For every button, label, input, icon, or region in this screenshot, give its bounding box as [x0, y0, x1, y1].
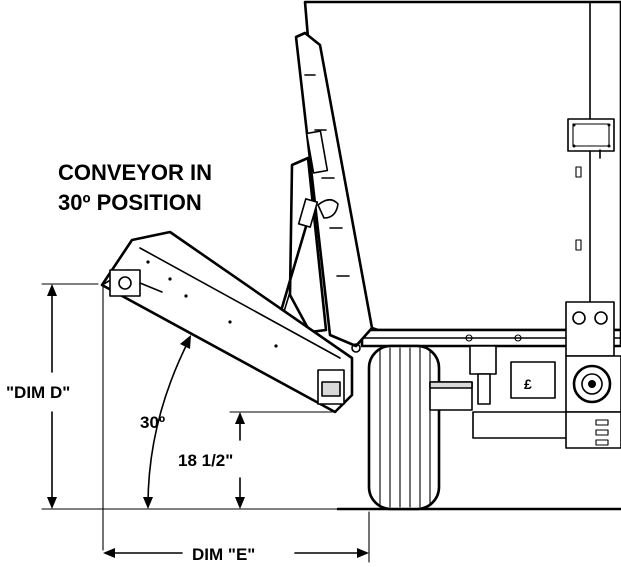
title-line-2: 30º POSITION	[58, 190, 202, 215]
conveyor-body	[100, 230, 361, 414]
title-line-1: CONVEYOR IN	[58, 160, 212, 185]
dim-d-label: "DIM D"	[6, 383, 70, 402]
height-dimension	[229, 411, 333, 509]
conveyor-backplate	[294, 31, 374, 348]
dim-e-label: DIM "E"	[192, 545, 255, 564]
gear-glyph: £	[524, 376, 532, 392]
angle-label: 30º	[140, 413, 165, 432]
dim-d-dimension	[41, 283, 339, 510]
drive-assembly: £	[429, 301, 621, 449]
wheel-tire	[367, 344, 441, 511]
angle-dimension	[102, 286, 191, 551]
dim-e-dimension	[103, 511, 370, 563]
height-label: 18 1/2"	[178, 451, 233, 470]
conveyor-side-panel	[288, 156, 328, 334]
